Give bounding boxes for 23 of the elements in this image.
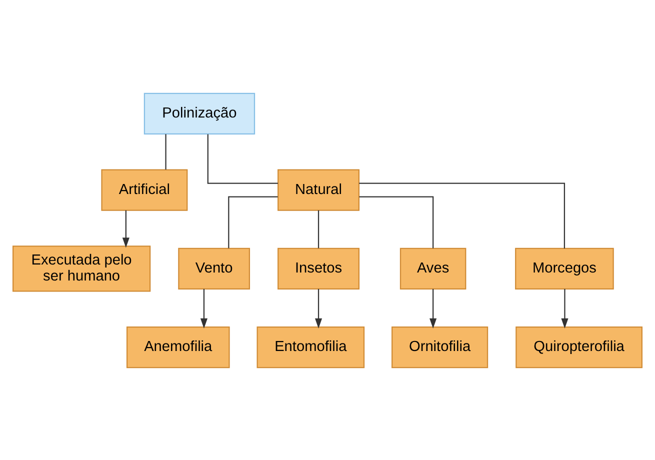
node-box: Ornitofilia: [392, 326, 488, 368]
node-box: Anemofilia: [126, 326, 230, 368]
node-box: Vento: [178, 247, 250, 289]
arrow: [314, 288, 322, 328]
arrow: [122, 210, 130, 248]
node-box: Artificial: [101, 168, 188, 210]
node-box: Executada pelo ser humano: [12, 245, 151, 292]
node-box: Entomofilia: [256, 326, 365, 368]
arrow: [200, 288, 208, 328]
arrow: [561, 288, 568, 328]
connector: [318, 210, 320, 248]
node-box: Natural: [278, 168, 360, 210]
node-box: Insetos: [278, 247, 360, 289]
connector: [359, 196, 434, 248]
arrow: [430, 288, 437, 328]
connector: [165, 134, 166, 170]
connector: [359, 182, 566, 248]
node-box: Polinização: [144, 92, 256, 134]
connector: [207, 134, 278, 184]
connector: [228, 196, 278, 248]
node-box: Morcegos: [515, 247, 614, 289]
node-box: Aves: [400, 247, 466, 289]
node-box: Quiropterofilia: [516, 326, 642, 368]
